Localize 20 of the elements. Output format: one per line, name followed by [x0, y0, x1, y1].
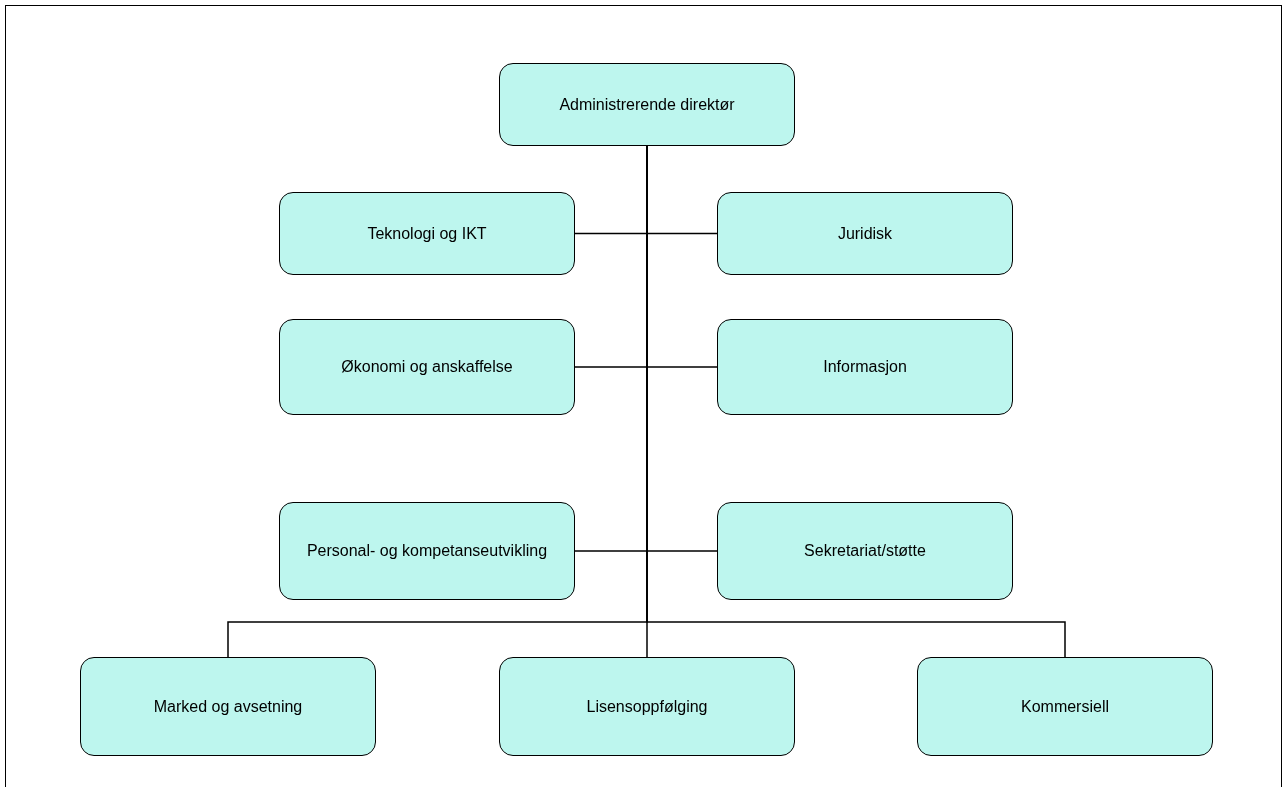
unit-name: Juridisk — [837, 223, 893, 244]
unit-name: Informasjon — [823, 357, 907, 378]
org-unit-box — [279, 319, 575, 415]
unit-name: Lisensoppfølging — [586, 696, 708, 717]
unit-name: Teknologi og IKT — [367, 223, 487, 244]
unit-name: Sekretariat/støtte — [804, 541, 926, 562]
org-unit-box — [717, 319, 1013, 415]
org-unit-box — [279, 502, 575, 600]
org-unit-box — [499, 63, 795, 146]
unit-name: Marked og avsetning — [153, 696, 303, 717]
unit-name: Personal- og kompetanseutvikling — [306, 541, 548, 562]
org-unit-box — [917, 657, 1213, 756]
org-unit-box — [717, 192, 1013, 275]
org-unit-box — [279, 192, 575, 275]
unit-name: Kommersiell — [1021, 696, 1109, 717]
org-unit-box — [80, 657, 376, 756]
org-unit-box — [499, 657, 795, 756]
unit-name: Økonomi og anskaffelse — [341, 357, 513, 378]
org-unit-box — [717, 502, 1013, 600]
unit-name: Administrerende direktør — [559, 94, 735, 115]
